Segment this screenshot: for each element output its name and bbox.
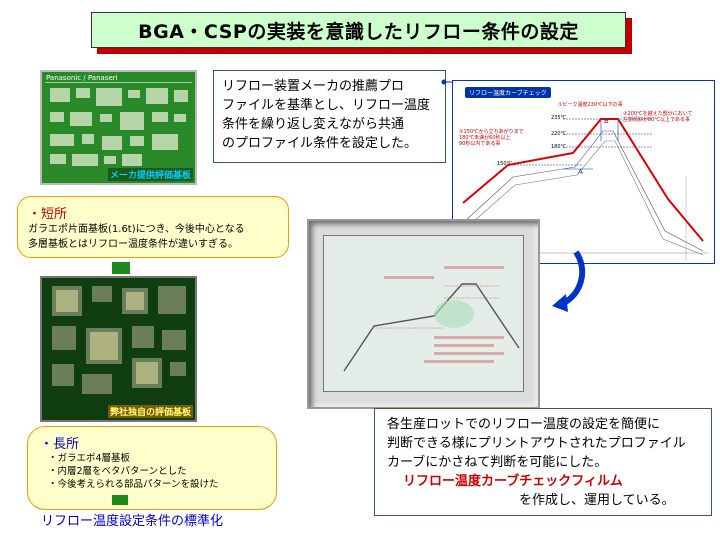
- connector-arrow: [112, 262, 130, 274]
- monitor-screen: [323, 235, 524, 392]
- peak-marker: B: [604, 117, 609, 125]
- board2-pattern: [52, 286, 186, 394]
- bottom-line-1: 各生産ロットでのリフロー温度の設定を簡便に: [387, 417, 661, 432]
- temp-label-150: 150℃: [497, 161, 513, 167]
- temp-label-235: 235℃: [551, 115, 567, 121]
- top-note: リフロー装置メーカの推薦プロ ファイルを基準とし、リフロー温度 条件を繰り返し変…: [213, 70, 446, 163]
- short-heading: ・短所: [28, 207, 68, 222]
- bottom-line-3: カーブにかさねて判断を可能にした。: [387, 455, 608, 470]
- standardization-label: リフロー温度設定条件の標準化: [41, 514, 224, 529]
- board1-pattern: [45, 82, 192, 166]
- temp-label-180: 180℃: [551, 144, 567, 150]
- curved-arrow-icon: [552, 250, 586, 312]
- temp-label-220: 220℃: [551, 131, 567, 137]
- chart-right-note: ③200℃を越えた部分において 左側傾斜が80℃以上である事: [623, 111, 693, 123]
- short-callout: ・短所 ガラエポ片面基板(1.6t)につき、今後中心となる 多層基板とはリフロー…: [17, 196, 289, 258]
- reflow-profile-plot: [458, 118, 708, 261]
- chart-left-note: ②150℃から立ちあがりまで 180℃未満が60秒以上 90秒以内である事: [459, 129, 524, 147]
- film-profile-plot: [343, 266, 520, 372]
- bottom-note: 各生産ロットでのリフロー温度の設定を簡便に 判断できる様にプリントアウトされたプ…: [374, 408, 712, 516]
- check-film-monitor: [307, 219, 540, 409]
- chart-tab: リフロー温度カーブチェック: [465, 87, 551, 98]
- board1-photo: Panasonic / Panaseri メーカ提供評価基板: [40, 70, 197, 185]
- profile-curve: [462, 118, 704, 242]
- board2-caption: 弊社独自の評価基板: [107, 405, 193, 418]
- time-marker: A: [578, 168, 583, 176]
- chart-header-note: ①ピーク温度230℃以下の事: [558, 102, 623, 108]
- long-heading: ・長所: [40, 437, 80, 452]
- bottom-line-2: 判断できる様にプリントアウトされたプロファイル: [387, 436, 686, 451]
- long-callout: ・長所 ・ガラエポ4層基板 ・内層2層をベタパターンとした ・今後考えられる部品…: [27, 426, 277, 510]
- bottom-highlight: リフロー温度カーブチェックフィルム: [403, 474, 623, 489]
- page-title: BGA・CSPの実装を意識したリフロー条件の設定: [91, 12, 626, 48]
- connector-arrow-2: [112, 495, 128, 505]
- board1-header: Panasonic / Panaseri: [46, 74, 118, 82]
- short-body: ガラエポ片面基板(1.6t)につき、今後中心となる 多層基板とはリフロー温度条件…: [28, 224, 245, 250]
- bottom-line-5: を作成し、運用している。: [519, 493, 675, 508]
- long-body: ・ガラエポ4層基板 ・内層2層をベタパターンとした ・今後考えられる部品パターン…: [48, 453, 219, 490]
- board2-photo: 弊社独自の評価基板: [40, 276, 197, 422]
- board1-caption: メーカ提供評価基板: [107, 168, 193, 181]
